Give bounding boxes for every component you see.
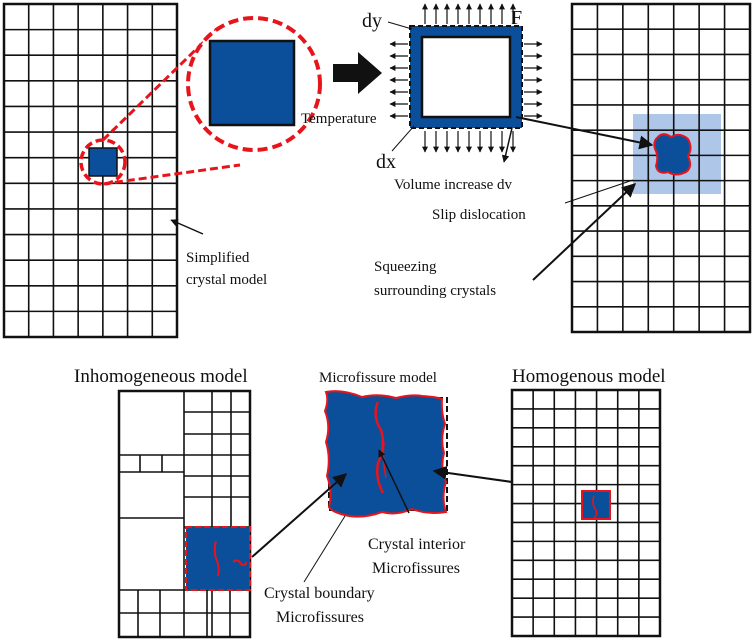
simplified-pointer-arrow [170,219,204,235]
interior-pointer-arrow [378,449,410,514]
inhomogeneous-fissure-2 [232,559,247,567]
temperature-label: Temperature [301,111,377,127]
microfissure-crystal [323,390,448,518]
squeezing-label-line2: surrounding crystals [374,283,496,299]
simplified-crystal-grid [2,2,179,339]
microfissure-title: Microfissure model [319,370,437,386]
inhomogeneous-selected-crystal [185,526,251,591]
simplified-label-line2: crystal model [186,272,267,288]
zoom-line-bottom [102,163,241,186]
expanding-crystal [409,25,523,129]
slip-dislocation-label: Slip dislocation [432,207,526,223]
inhomogeneous-fissure-1 [213,540,220,577]
boundary-label-line2: Microfissures [276,609,364,626]
homogenous-title: Homogenous model [512,366,666,387]
dy-label: dy [362,10,382,32]
inhomogeneous-to-microfissure-arrow [251,473,348,558]
crystal-transfer-arrow [515,116,654,150]
simplified-label-line1: Simplified [186,250,250,266]
inhomogeneous-title: Inhomogeneous model [74,366,248,387]
deformed-crystal [653,133,692,176]
interior-fissure-1 [374,401,385,494]
force-arrows [389,3,543,153]
zoomed-crystal-cell [208,39,296,127]
interior-label-line2: Microfissures [372,560,460,577]
volume-increase-label: Volume increase dv [394,177,513,193]
volume-pointer-arrow [501,127,513,163]
interior-label-line1: Crystal interior [368,536,466,553]
zoom-line-top [101,28,218,142]
boundary-label-line1: Crystal boundary [264,585,375,602]
squeezing-label-line1: Squeezing [374,259,437,275]
dx-label: dx [376,151,396,173]
homogenous-fissure [592,495,598,519]
dx-pointer [391,125,415,152]
big-right-arrow-icon [333,52,382,94]
dy-pointer [387,21,413,30]
squeezing-arrow [532,183,637,281]
selected-crystal-cell [88,147,118,177]
force-label: F [511,7,522,29]
inhomogeneous-grid [117,389,252,639]
boundary-pointer [303,515,346,583]
